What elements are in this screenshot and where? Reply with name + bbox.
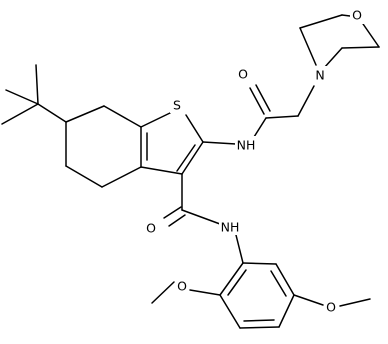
bond <box>253 117 267 138</box>
atom-o-morpholine: O <box>350 7 364 24</box>
bond <box>140 112 171 128</box>
bond <box>181 141 204 175</box>
atom-o-methoxy-right: O <box>324 299 338 316</box>
bond <box>265 115 299 119</box>
atom-nh-carboxamide: NH <box>219 218 241 235</box>
atom-label: O <box>146 221 156 236</box>
bond <box>163 206 182 219</box>
bond <box>339 298 371 307</box>
bond <box>101 166 142 188</box>
atom-o-methoxy-left: O <box>175 278 189 295</box>
bond <box>239 326 280 329</box>
bond <box>219 262 244 296</box>
bond <box>176 144 196 172</box>
bond <box>103 105 142 128</box>
bond <box>249 87 265 115</box>
bond <box>5 89 39 105</box>
bond <box>297 85 315 117</box>
atom-label: S <box>173 98 181 113</box>
atom-label: O <box>326 300 336 315</box>
bond <box>151 281 175 304</box>
bond <box>181 209 221 225</box>
bond <box>219 294 241 329</box>
atom-n-morpholine: N <box>313 66 327 83</box>
bond <box>278 294 295 328</box>
atom-label: O <box>352 8 362 23</box>
bond <box>341 46 380 49</box>
bond <box>227 269 247 296</box>
atom-labels: O N O NH S O NH O <box>144 7 364 316</box>
bond <box>1 103 39 125</box>
atom-o-carboxamide: O <box>144 219 158 236</box>
bond <box>255 84 271 112</box>
bond <box>37 103 67 123</box>
bond <box>270 270 287 297</box>
bond <box>293 294 324 306</box>
atom-label: O <box>177 279 187 294</box>
bond <box>185 114 204 143</box>
atom-label: N <box>315 68 324 83</box>
bond <box>202 141 237 145</box>
bond <box>243 319 275 322</box>
bond <box>299 27 317 66</box>
atom-s-ring: S <box>170 96 184 113</box>
bond <box>341 14 351 17</box>
atom-label: O <box>238 67 248 82</box>
bond <box>299 14 343 29</box>
atom-label: NH <box>221 220 240 235</box>
bond <box>140 166 183 175</box>
atom-nh-amide-top: NH <box>235 136 257 153</box>
bond <box>168 214 186 227</box>
bond <box>189 289 221 296</box>
bond <box>360 20 380 48</box>
bond <box>235 234 244 264</box>
bond <box>242 262 277 265</box>
atom-o-acyl: O <box>236 66 250 83</box>
bonds <box>1 14 380 329</box>
bond <box>323 47 343 69</box>
bond <box>35 64 39 105</box>
atom-label: NH <box>237 138 256 153</box>
bond <box>65 165 103 188</box>
bond <box>65 105 105 123</box>
bond <box>275 263 295 296</box>
